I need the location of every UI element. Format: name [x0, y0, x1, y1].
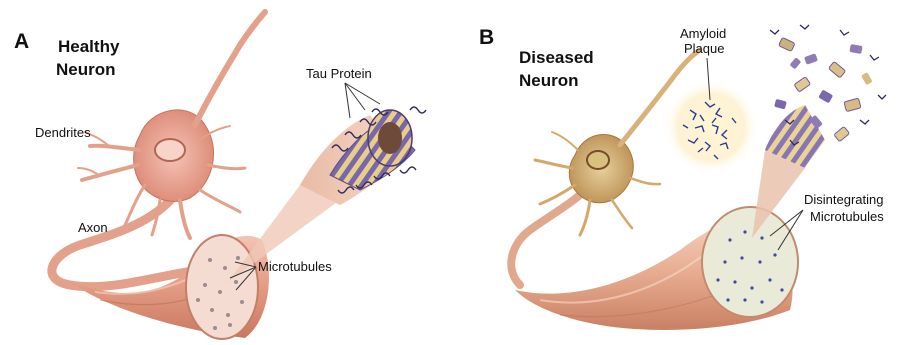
nucleus-a [155, 139, 185, 161]
panel-letter-b: B [479, 26, 494, 49]
panel-title-a-line2: Neuron [56, 60, 116, 79]
amyloid-plaque-glow [663, 79, 759, 175]
axon-thin-a [52, 195, 200, 287]
panel-a: A Healthy Neuron Dendrites Axon Tau Prot… [14, 12, 426, 339]
microtubule-tube-a [300, 110, 415, 205]
label-amyloid-line2: Plaque [684, 41, 724, 56]
label-disint-line1: Disintegrating [804, 192, 884, 207]
apical-dendrite-a [195, 12, 265, 125]
panel-letter-a: A [14, 30, 29, 53]
axon-cross-section-b [702, 207, 798, 317]
tau-pointers-a [345, 83, 380, 118]
axon-cross-section-a [186, 235, 258, 339]
panel-title-b-line1: Diseased [519, 48, 594, 67]
nucleus-b [587, 151, 609, 169]
panel-title-b-line2: Neuron [519, 71, 579, 90]
panel-b: B Diseased Neuron Amyloid Plaque Disinte… [479, 25, 886, 330]
label-dendrites: Dendrites [35, 125, 91, 140]
label-disint-line2: Microtubules [810, 209, 884, 224]
panel-title-a-line1: Healthy [58, 37, 120, 56]
label-axon: Axon [78, 220, 108, 235]
label-tau-protein: Tau Protein [306, 66, 372, 81]
label-amyloid-line1: Amyloid [680, 26, 726, 41]
label-microtubules-a: Microtubules [258, 259, 332, 274]
